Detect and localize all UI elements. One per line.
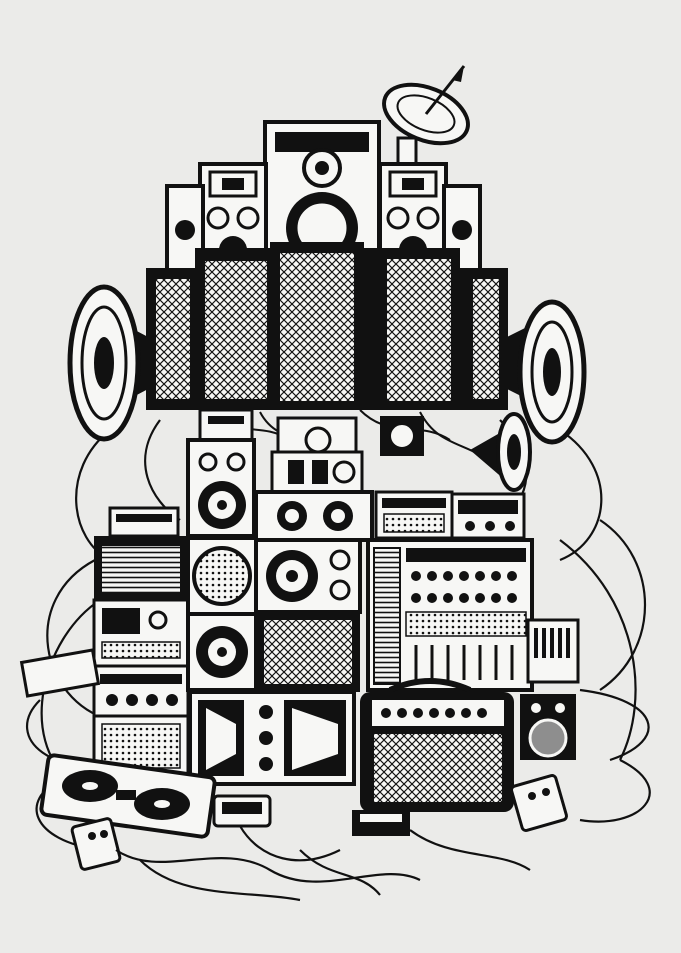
speaker-icon [146, 242, 508, 410]
turntable-icon [39, 753, 217, 839]
speaker-icon [254, 538, 362, 692]
speaker-icon [520, 694, 576, 760]
guitar-amp-icon [360, 678, 514, 812]
speaker-icon [254, 490, 374, 542]
synthesizer-icon [366, 538, 534, 692]
speaker-icon [186, 438, 256, 538]
horn-icon [67, 284, 150, 442]
speaker-icon [186, 536, 258, 692]
effect-pedal-icon [352, 810, 410, 836]
synthesizer-icon [526, 618, 580, 684]
synthesizer-icon [108, 506, 180, 538]
effect-pedal-icon [212, 794, 272, 828]
horn-icon [505, 299, 587, 445]
horn-icon [470, 412, 532, 492]
synthesizer-icon [374, 490, 526, 540]
synthesizer-icon [19, 648, 101, 698]
effect-pedal-icon [70, 817, 122, 871]
synthesizer-icon [92, 536, 190, 778]
speaker-icon [188, 690, 356, 786]
cable-icon [115, 825, 531, 902]
speaker-icon [270, 450, 364, 494]
effect-pedal-icon [509, 773, 569, 833]
